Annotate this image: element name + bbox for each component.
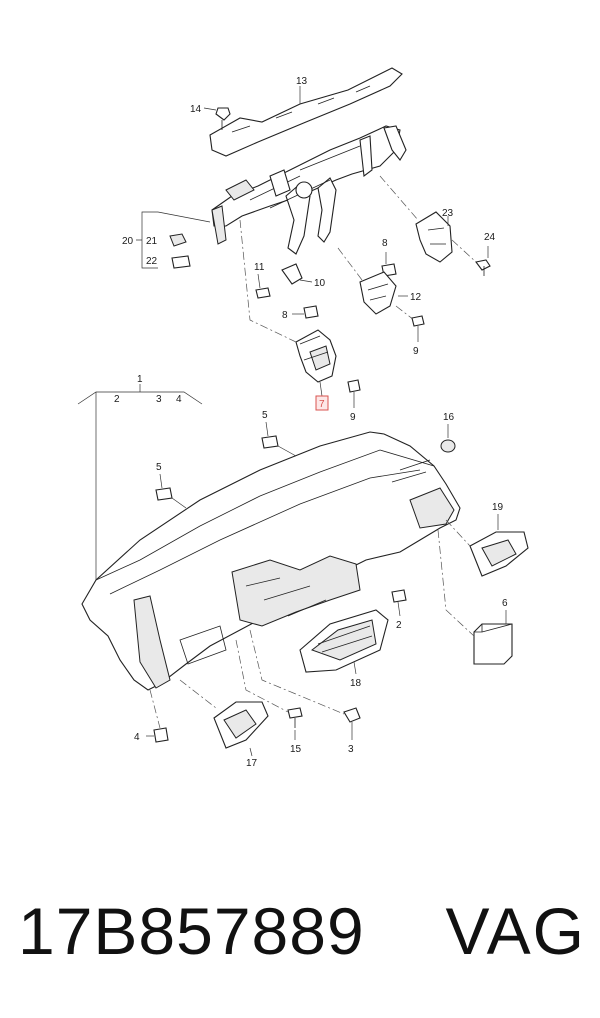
part-24-screw	[475, 259, 491, 276]
part-14-clip	[215, 107, 231, 130]
leader-5-lower	[159, 473, 163, 489]
footer: 17B857889 VAG	[0, 885, 600, 995]
part-1-dashboard	[81, 431, 461, 691]
part-number: 17B857889	[18, 894, 365, 968]
callout-18: 18	[350, 678, 362, 689]
callout-3-lower: 3	[348, 744, 354, 755]
leader-7	[319, 381, 323, 397]
part-16-grommet	[440, 439, 456, 453]
part-2-clip	[391, 589, 407, 603]
leader-5-upper	[265, 421, 269, 437]
callout-4-top: 4	[176, 394, 182, 405]
leader-11	[257, 273, 261, 289]
part-18-center-vent	[299, 609, 389, 673]
part-9-screw-lower	[347, 379, 361, 393]
callout-21: 21	[146, 236, 158, 247]
callout-14: 14	[190, 104, 202, 115]
leader-2	[397, 601, 401, 617]
callout-8-upper: 8	[382, 238, 388, 249]
part-3-clip	[343, 707, 361, 723]
callout-1: 1	[137, 374, 143, 385]
part-11-screw	[255, 287, 271, 299]
callout-22: 22	[146, 256, 158, 267]
dash-6	[437, 529, 475, 637]
callout-12: 12	[410, 292, 422, 303]
dash-19	[445, 519, 471, 547]
leader-18	[353, 661, 357, 675]
part-19-side-vent	[469, 531, 529, 577]
part-13-cover-plate	[209, 67, 403, 157]
part-7-air-duct	[295, 329, 337, 383]
callout-9-upper: 9	[413, 346, 419, 357]
dash-9a	[395, 305, 415, 321]
leader-10	[299, 279, 313, 283]
part-12-bracket	[359, 271, 397, 315]
part-10-bracket	[281, 263, 303, 285]
dash-24	[451, 239, 477, 263]
part-5-clip-lower	[155, 487, 173, 501]
leader-20-frame	[157, 211, 211, 223]
part-17-left-vent	[213, 701, 269, 749]
dash-7	[239, 219, 297, 343]
callout-9-lower: 9	[350, 412, 356, 423]
dash-4	[149, 689, 161, 729]
brand-label: VAG	[445, 894, 586, 968]
cross-car-beam	[211, 125, 407, 255]
callout-11: 11	[254, 262, 265, 273]
callout-5-upper: 5	[262, 410, 268, 421]
part-23-bracket	[415, 211, 453, 263]
callout-15: 15	[290, 744, 302, 755]
part-4-clip	[153, 727, 169, 743]
callout-3-top: 3	[156, 394, 162, 405]
callout-10: 10	[314, 278, 326, 289]
callout-16: 16	[443, 412, 455, 423]
part-9-screw-upper	[411, 315, 425, 327]
part-22-clip	[171, 255, 191, 269]
dash-3	[249, 629, 345, 715]
dash-17	[179, 679, 217, 709]
callout-6: 6	[502, 598, 508, 609]
callout-4-lower: 4	[134, 732, 140, 743]
callout-2-lower: 2	[396, 620, 402, 631]
leader-17	[249, 747, 253, 757]
callout-2-top: 2	[114, 394, 120, 405]
bracket-1	[77, 384, 203, 405]
part-8-nut-lower	[303, 305, 319, 319]
dash-23	[379, 175, 419, 221]
callout-7: 7	[319, 399, 325, 410]
part-5-clip-upper	[261, 435, 279, 449]
callout-7-highlight-box	[315, 395, 329, 411]
bracket-20	[136, 211, 158, 269]
leader-5-upper-b	[277, 445, 297, 457]
dash-12	[337, 247, 363, 281]
leader-14	[203, 107, 217, 111]
dash-15	[235, 639, 289, 713]
leader-5-lower-b	[171, 497, 187, 509]
callout-17: 17	[246, 758, 258, 769]
part-6-module	[473, 623, 513, 665]
part-21-cap	[169, 233, 187, 247]
callout-8-lower: 8	[282, 310, 288, 321]
callout-13: 13	[296, 76, 308, 87]
callout-19: 19	[492, 502, 504, 513]
callout-5-lower: 5	[156, 462, 162, 473]
part-15-screw	[287, 707, 303, 728]
callout-23: 23	[442, 208, 454, 219]
callout-24: 24	[484, 232, 496, 243]
callout-20: 20	[122, 236, 134, 247]
